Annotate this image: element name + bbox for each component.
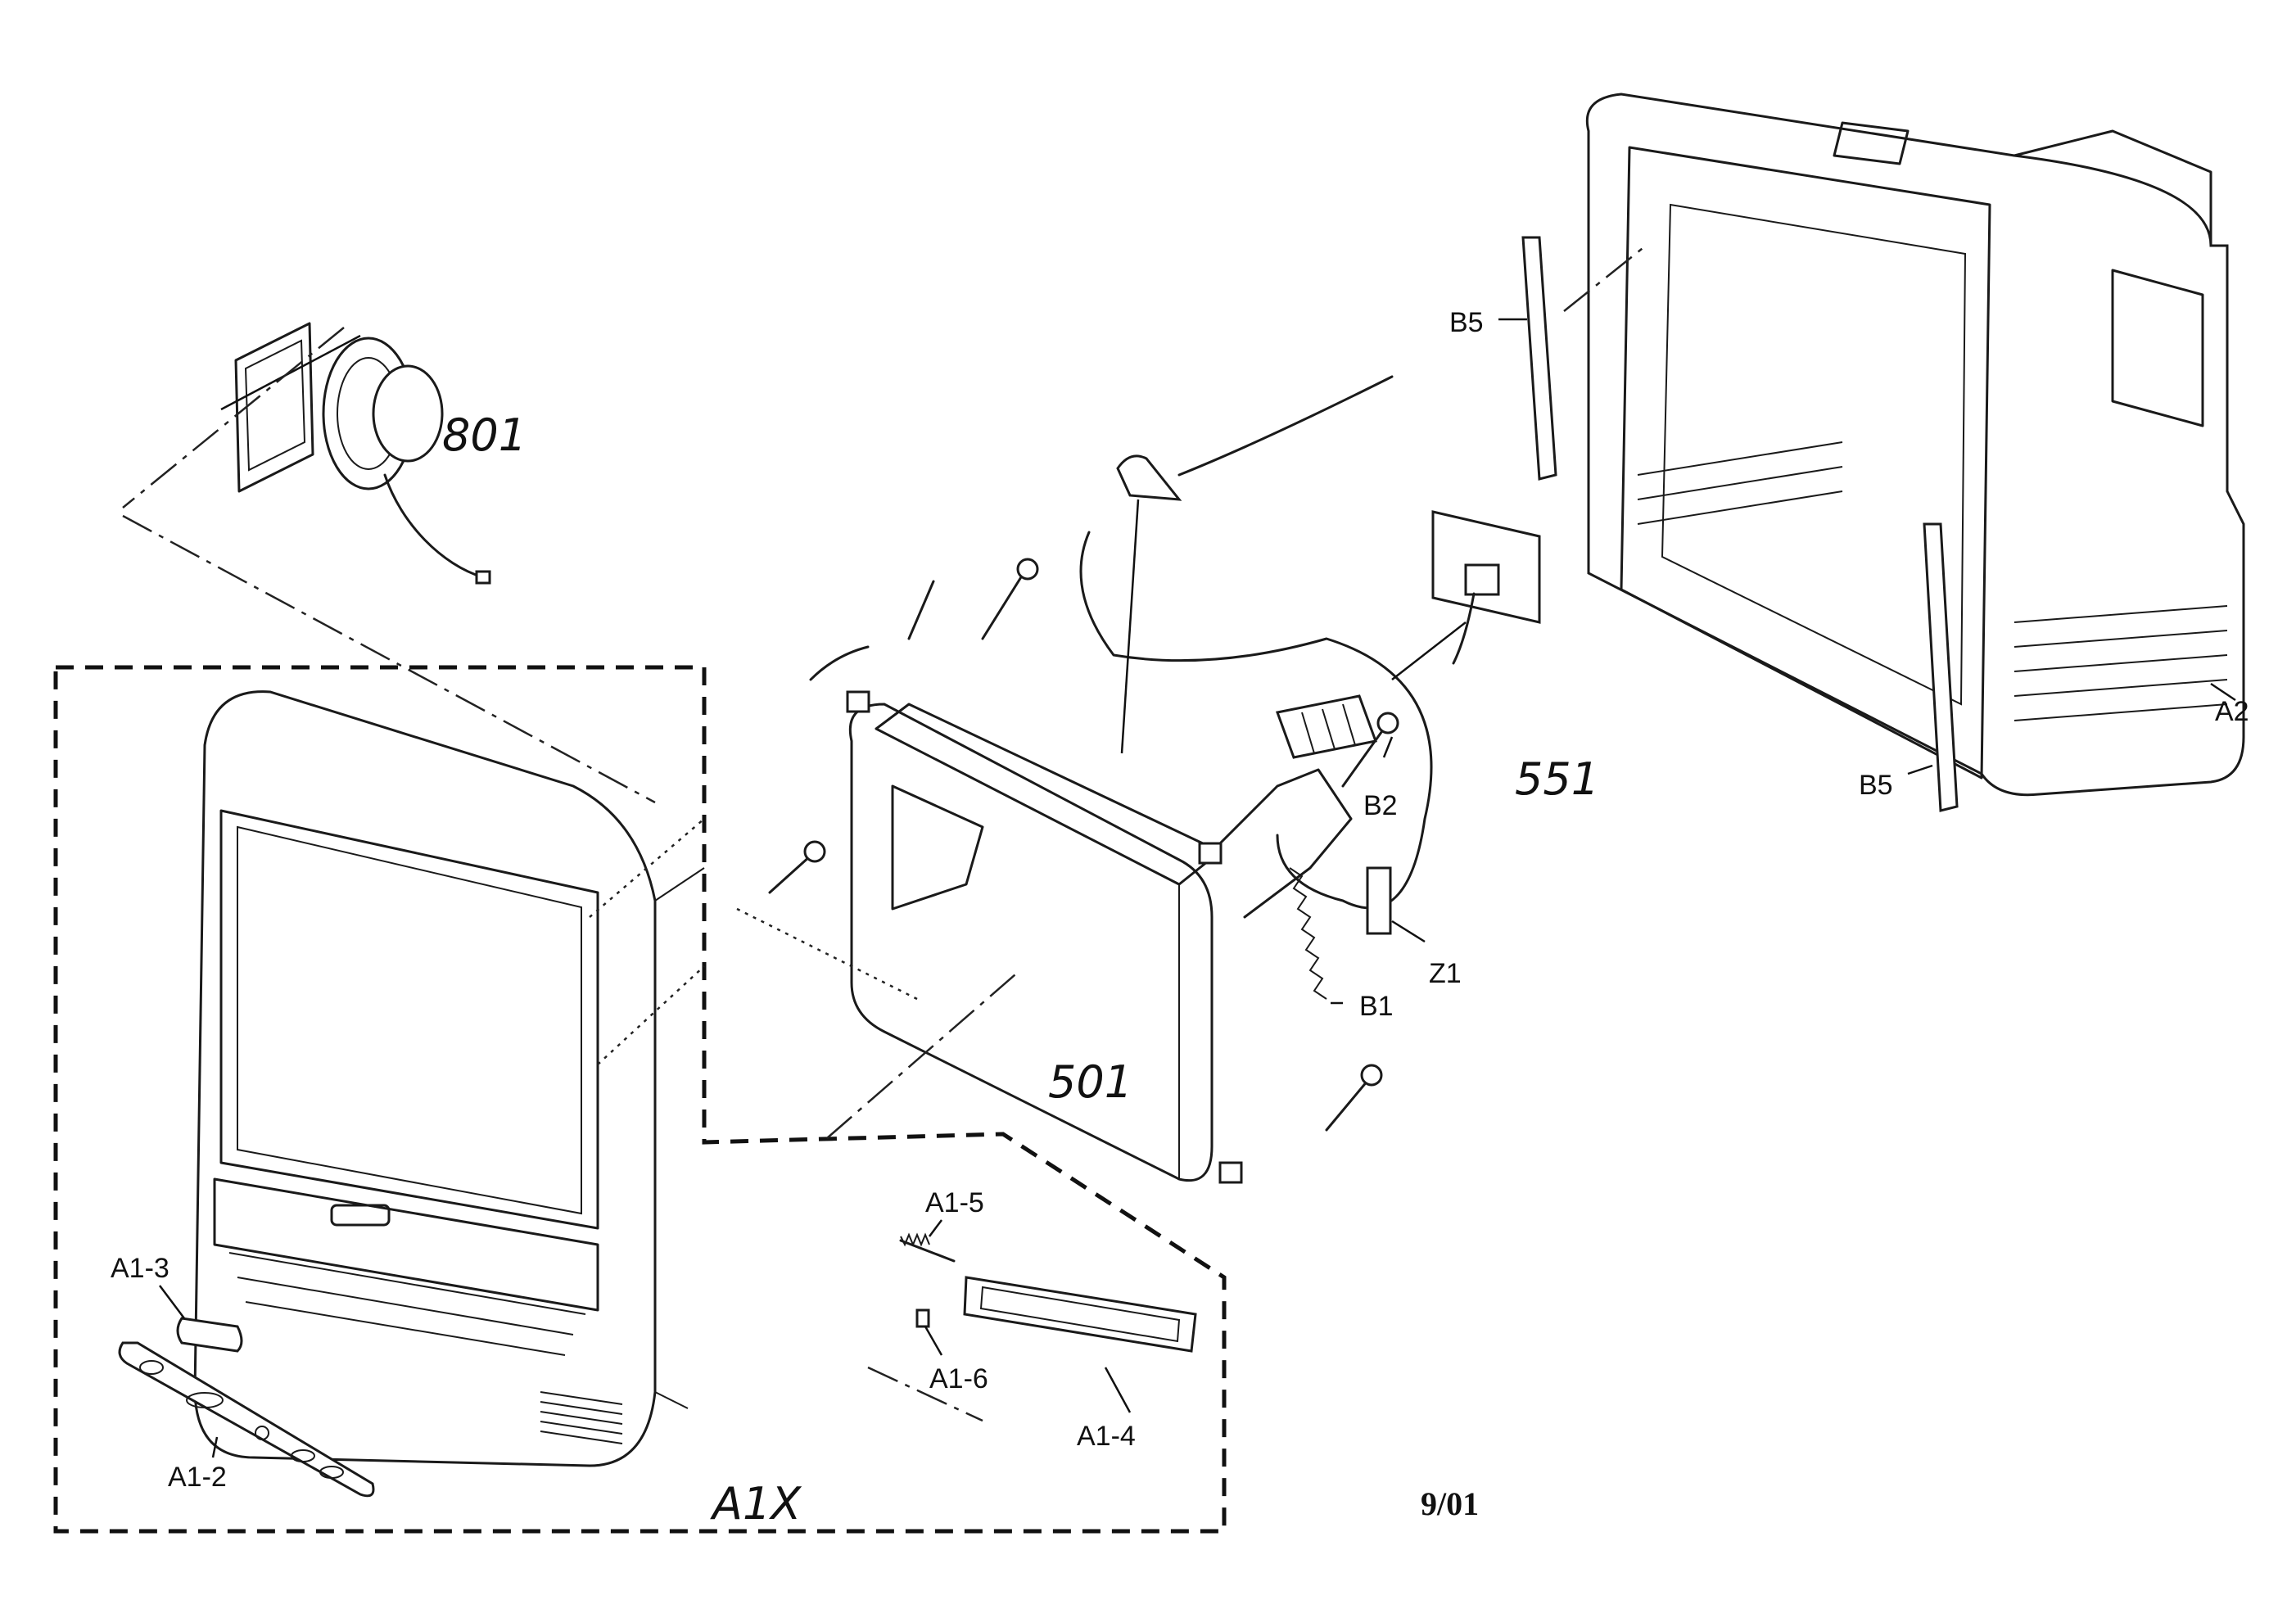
label-badge: A1-3 (111, 1253, 169, 1284)
spring-part (1289, 867, 1343, 1005)
degauss-coil (809, 531, 1433, 910)
crt-tube (736, 690, 1378, 1184)
speaker-magnet (372, 364, 444, 463)
label-spring: B1 (1359, 991, 1394, 1022)
vent-grille (540, 1391, 623, 1444)
crt-reflection (891, 784, 984, 911)
label-crt-screw: B2 (1363, 790, 1398, 821)
label-crt: 501 (1048, 1056, 1132, 1108)
back-cabinet (1585, 93, 2245, 797)
front-cabinet (193, 690, 705, 1467)
label-board: 551 (1515, 753, 1599, 805)
side-vent (2111, 269, 2204, 427)
door-assembly (867, 1219, 1197, 1422)
crt-neck (1275, 694, 1378, 759)
door-spring-part (899, 1239, 956, 1263)
door-stop-part (915, 1308, 930, 1328)
footer-date: 9/01 (1421, 1485, 1479, 1522)
vcr-door-slot (330, 1204, 391, 1227)
label-cabinet-back: A2 (2215, 696, 2249, 727)
screen-opening (219, 809, 599, 1230)
label-door-spring: A1-5 (925, 1187, 984, 1218)
door-part (963, 1276, 1197, 1353)
cabinet-opening (1620, 146, 1991, 780)
crt-funnel (1210, 768, 1353, 919)
label-front-assembly: A1X (710, 1478, 802, 1530)
speaker-bracket (234, 322, 314, 493)
labels: 801 501 551 A2 B5 B5 B2 B1 Z1 A1X A1-3 A… (111, 307, 2249, 1530)
label-control-panel: A1-2 (168, 1462, 227, 1493)
board-part (1391, 510, 1541, 680)
tag-part (1366, 866, 1426, 943)
crt-screw-part (1341, 727, 1385, 788)
label-door-stop: A1-6 (929, 1363, 988, 1394)
speaker-assembly (220, 322, 491, 585)
label-tag: Z1 (1429, 958, 1462, 989)
crt-screws (768, 558, 1399, 1132)
badge-part (159, 1285, 243, 1353)
label-door: A1-4 (1077, 1421, 1136, 1452)
strip-lower-part (1907, 522, 1959, 812)
label-strip-upper: B5 (1449, 307, 1484, 338)
label-strip-lower: B5 (1859, 770, 1893, 801)
anode-cap (1116, 375, 1394, 754)
vcr-slot-frame (213, 1177, 599, 1312)
speaker-wire (383, 473, 485, 579)
label-speaker: 801 (442, 409, 527, 461)
control-panel-part (118, 1341, 375, 1498)
hv-lead (1177, 375, 1394, 477)
strip-upper-part (1498, 236, 1647, 481)
